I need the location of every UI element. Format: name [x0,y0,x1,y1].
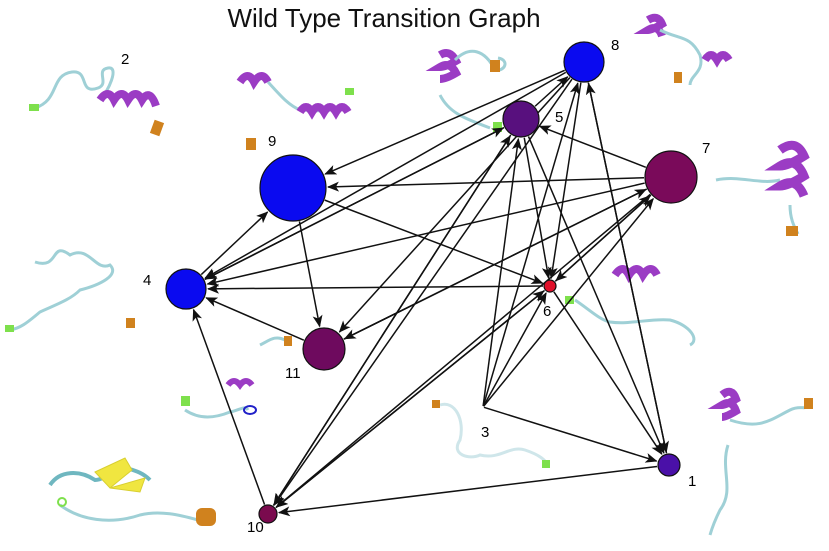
node-label-6: 6 [543,303,551,320]
node-10[interactable] [258,504,278,524]
edge-11-to-7 [343,188,647,340]
edge-3-to-5 [482,137,522,407]
node-label-3: 3 [481,424,489,441]
graph-title: Wild Type Transition Graph [227,3,540,33]
edge-4-to-9 [200,211,269,276]
node-9[interactable] [259,154,327,222]
structure-node-9-icon [236,72,354,150]
edge-7-to-10 [275,193,651,508]
edge-5-to-8 [534,76,569,107]
edge-3-to-8 [482,82,580,407]
structure-node-2-icon [29,66,165,137]
node-label-10: 10 [247,519,264,536]
nodes [165,41,698,524]
edge-1-to-10 [277,465,658,517]
edges [192,69,669,517]
protein-structures [5,13,813,536]
edge-3-to-6 [482,292,547,407]
node-7[interactable] [644,150,698,204]
structure-node-3-icon [432,400,550,468]
edge-8-to-4 [204,71,567,279]
node-label-5: 5 [555,109,563,126]
edge-9-to-6 [324,199,544,284]
structure-node-11-icon [181,336,292,419]
node-label-11: 11 [285,365,301,382]
edge-10-to-5 [272,134,511,506]
edge-11-to-4 [205,297,305,341]
structure-node-8-icon [633,13,733,86]
edge-3-to-1 [483,406,658,463]
edge-10-to-6 [275,290,545,509]
edge-10-to-4 [192,308,266,505]
node-1[interactable] [657,453,681,477]
edge-1-to-8 [585,82,668,454]
edge-5-to-1 [527,136,665,454]
edge-8-to-10 [273,78,573,506]
node-label-7: 7 [702,140,710,157]
structure-node-10-icon [48,457,216,526]
structure-node-4-icon [5,249,135,332]
node-labels: 1 2 3 4 5 6 7 8 9 10 11 [121,37,710,536]
edge-7-to-4 [206,182,645,287]
node-11[interactable] [302,327,346,371]
structure-node-7-icon [715,140,810,236]
structure-node-1-icon [707,387,813,536]
edge-6-to-7 [554,195,651,282]
node-label-4: 4 [143,272,151,289]
edge-7-to-9 [326,177,645,192]
edge-8-to-9 [324,69,566,175]
edge-4-to-5 [204,127,505,281]
node-6[interactable] [543,279,557,293]
edge-3-to-7 [483,197,654,407]
node-label-2: 2 [121,51,129,68]
node-5[interactable] [502,100,540,138]
edge-6-to-1 [553,291,663,456]
node-label-9: 9 [268,133,276,150]
node-4[interactable] [165,268,207,310]
edge-6-to-4 [206,283,544,294]
node-label-8: 8 [611,37,619,54]
node-8[interactable] [563,41,605,83]
edge-9-to-11 [298,221,323,328]
node-label-1: 1 [688,473,696,490]
edge-7-to-5 [538,125,647,168]
